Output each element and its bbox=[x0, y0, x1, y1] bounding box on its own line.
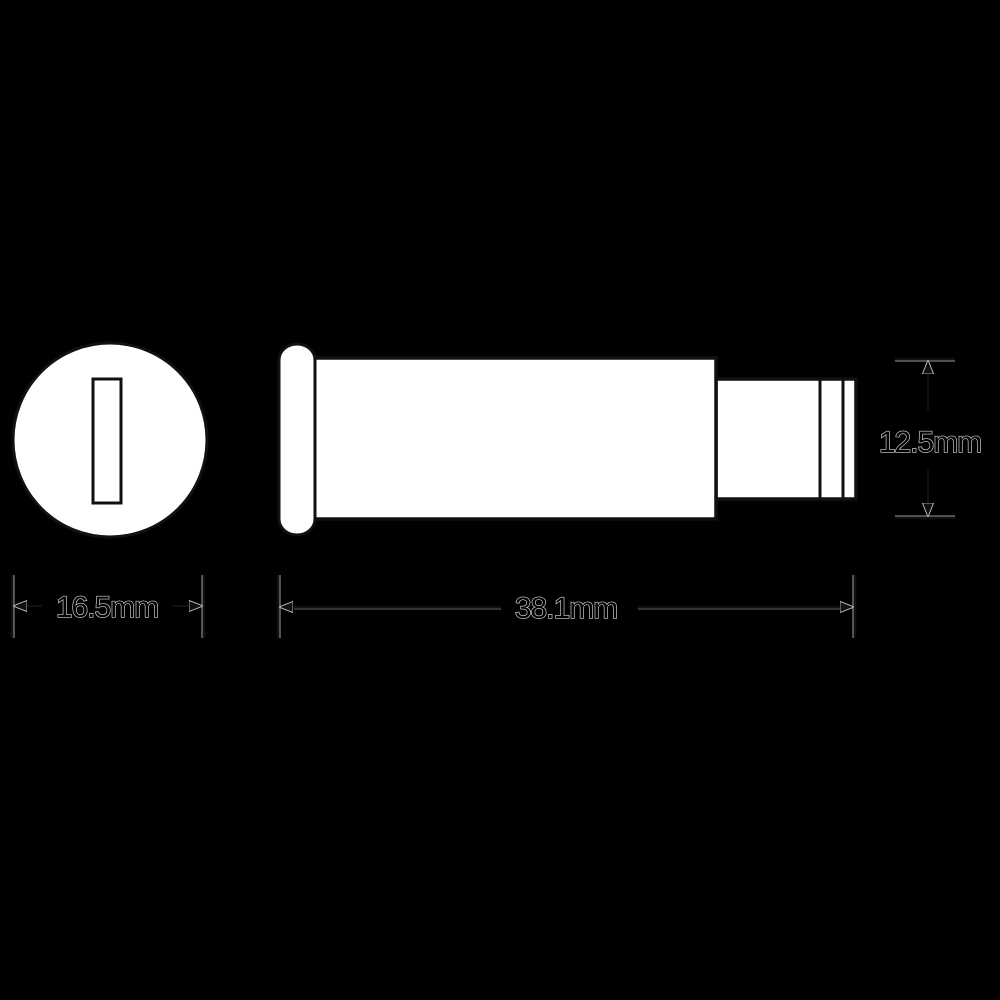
dimension-end-diameter: 16.5mm bbox=[10, 575, 206, 638]
screw-slot bbox=[91, 377, 123, 505]
dimension-label-38-1mm: 38.1mm bbox=[515, 592, 617, 625]
dimension-label-12-5mm: 12.5mm bbox=[879, 426, 981, 459]
tail-section bbox=[714, 377, 858, 501]
dimension-label-16-5mm: 16.5mm bbox=[56, 591, 158, 624]
dimension-overall-length: 38.1mm bbox=[276, 575, 857, 638]
dimension-tail-diameter: 12.5mm bbox=[878, 357, 983, 520]
flange-cap bbox=[277, 342, 317, 537]
main-body bbox=[310, 356, 718, 521]
side-view bbox=[277, 342, 858, 537]
end-view bbox=[11, 341, 209, 539]
